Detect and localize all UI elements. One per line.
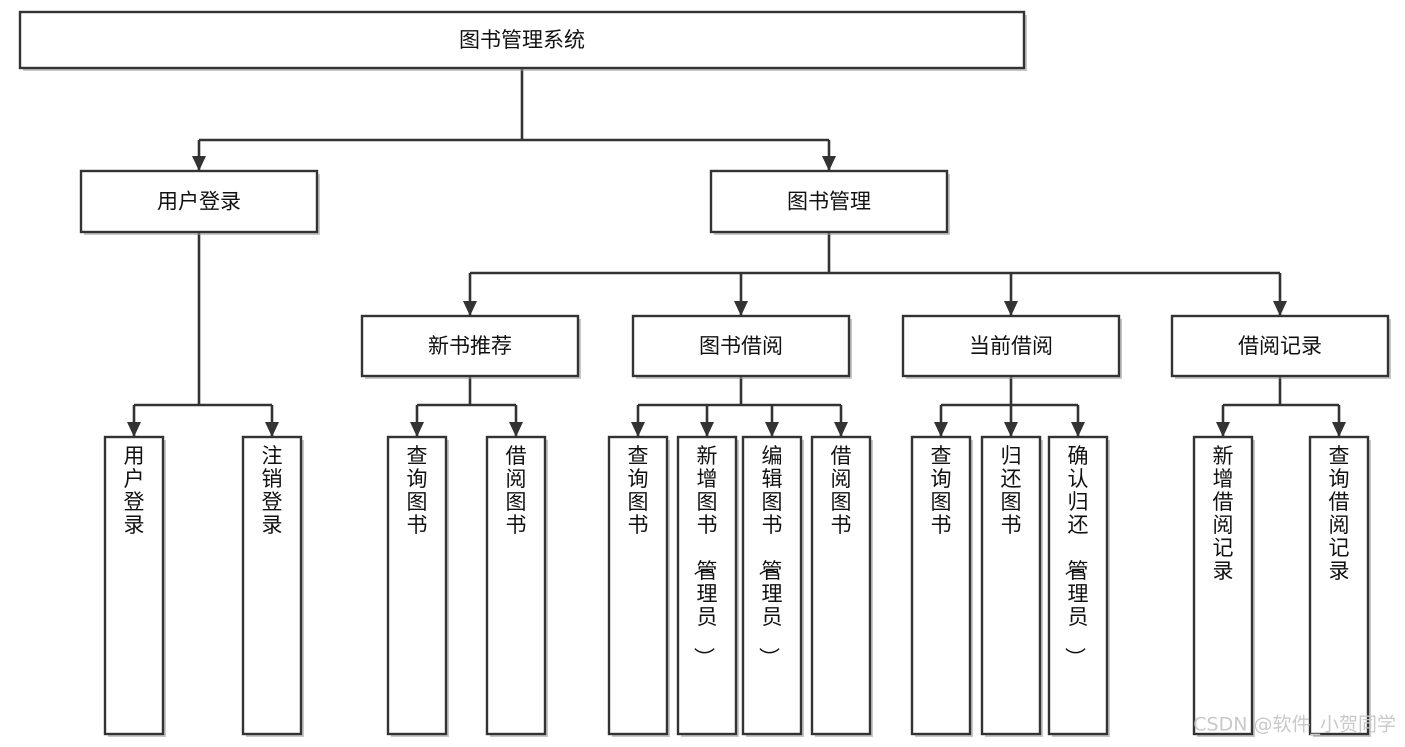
node-leaf-current-return[interactable]: 归还图书 <box>980 435 1043 737</box>
arrow-head <box>509 422 523 437</box>
arrow-head <box>934 422 948 437</box>
node-rect[interactable] <box>1047 435 1109 736</box>
node-rect[interactable] <box>910 435 972 736</box>
arrow-head <box>765 422 779 437</box>
node-rect[interactable] <box>241 435 303 736</box>
node-rect[interactable] <box>1308 435 1370 736</box>
connector-record-to-leaves <box>1216 376 1346 437</box>
node-book-borrow[interactable]: 图书借阅 <box>631 314 852 379</box>
node-label: 图书管理系统 <box>459 28 585 52</box>
node-rect[interactable] <box>810 435 872 736</box>
connector-userlogin-to-leaves <box>127 232 279 437</box>
node-user-login[interactable]: 用户登录 <box>79 169 320 235</box>
node-leaf-borrow-add[interactable]: 新增图书（管理员） <box>676 435 739 737</box>
node-label: 查询图书 <box>407 444 428 537</box>
node-rect[interactable] <box>741 435 803 736</box>
arrow-head <box>1216 422 1230 437</box>
node-label: 确认归还（管理员） <box>1063 444 1089 668</box>
node-rect[interactable] <box>631 314 851 378</box>
arrow-head <box>1004 301 1018 316</box>
node-rect[interactable] <box>485 435 547 736</box>
connector-recommend-to-leaves <box>410 376 523 437</box>
node-label: 借阅记录 <box>1238 334 1322 358</box>
arrow-head <box>410 422 424 437</box>
node-leaf-borrow-edit[interactable]: 编辑图书（管理员） <box>741 435 804 737</box>
node-leaf-borrow-lend[interactable]: 借阅图书 <box>810 435 873 737</box>
node-rect[interactable] <box>18 10 1026 70</box>
node-label: 新增借阅记录 <box>1213 444 1234 583</box>
node-rect[interactable] <box>709 169 949 234</box>
node-layer: 图书管理系统用户登录图书管理新书推荐图书借阅当前借阅借阅记录用户登录注销登录查询… <box>18 10 1391 737</box>
node-label: 新书推荐 <box>428 334 512 358</box>
node-label: 借阅图书 <box>831 444 852 537</box>
node-label: 查询图书 <box>628 444 649 537</box>
arrow-head <box>834 422 848 437</box>
connector-root-to-level2 <box>192 68 836 171</box>
arrow-head <box>700 422 714 437</box>
arrow-head <box>192 156 206 171</box>
arrow-head <box>734 301 748 316</box>
node-leaf-borrow-query[interactable]: 查询图书 <box>607 435 670 737</box>
node-label: 用户登录 <box>124 444 145 537</box>
node-label: 借阅图书 <box>506 444 527 537</box>
node-label: 归还图书 <box>1001 444 1022 537</box>
node-leaf-current-query[interactable]: 查询图书 <box>910 435 973 737</box>
node-rect[interactable] <box>360 314 580 378</box>
node-label: 查询图书 <box>931 444 952 537</box>
connector-layer <box>127 68 1346 437</box>
arrow-head <box>1004 422 1018 437</box>
node-label: 编辑图书（管理员） <box>757 444 783 668</box>
node-leaf-record-add[interactable]: 新增借阅记录 <box>1192 435 1255 737</box>
arrow-head <box>822 156 836 171</box>
watermark-label: CSDN @软件_小贺同学 <box>1193 714 1396 736</box>
node-rect[interactable] <box>1192 435 1254 736</box>
node-root[interactable]: 图书管理系统 <box>18 10 1027 71</box>
arrow-head <box>1332 422 1346 437</box>
arrow-head <box>463 301 477 316</box>
node-rect[interactable] <box>386 435 448 736</box>
node-rect[interactable] <box>607 435 669 736</box>
connector-bookmgmt-to-level3 <box>463 232 1287 316</box>
node-borrow-record[interactable]: 借阅记录 <box>1170 314 1391 379</box>
node-leaf-user-logout[interactable]: 注销登录 <box>241 435 304 737</box>
connector-current-to-leaves <box>934 376 1085 437</box>
arrow-head <box>631 422 645 437</box>
node-book-management[interactable]: 图书管理 <box>709 169 950 235</box>
node-label: 查询借阅记录 <box>1329 444 1350 583</box>
node-label: 图书借阅 <box>699 334 783 358</box>
arrow-head <box>127 422 141 437</box>
node-label: 新增图书（管理员） <box>692 444 718 668</box>
node-leaf-current-confirm[interactable]: 确认归还（管理员） <box>1047 435 1110 737</box>
node-leaf-record-query[interactable]: 查询借阅记录 <box>1308 435 1371 737</box>
node-rect[interactable] <box>1170 314 1390 378</box>
arrow-head <box>265 422 279 437</box>
node-label: 注销登录 <box>262 444 283 537</box>
arrow-head <box>1071 422 1085 437</box>
node-label: 图书管理 <box>787 190 871 214</box>
node-rect[interactable] <box>901 314 1121 378</box>
node-current-borrow[interactable]: 当前借阅 <box>901 314 1122 379</box>
node-label: 用户登录 <box>157 190 241 214</box>
node-leaf-recommend-query[interactable]: 查询图书 <box>386 435 449 737</box>
node-new-book-recommend[interactable]: 新书推荐 <box>360 314 581 379</box>
node-rect[interactable] <box>79 169 319 234</box>
connector-borrow-to-leaves <box>631 376 848 437</box>
node-rect[interactable] <box>676 435 738 736</box>
node-leaf-recommend-borrow[interactable]: 借阅图书 <box>485 435 548 737</box>
arrow-head <box>1273 301 1287 316</box>
node-rect[interactable] <box>980 435 1042 736</box>
node-leaf-user-login[interactable]: 用户登录 <box>103 435 166 737</box>
node-rect[interactable] <box>103 435 165 736</box>
node-label: 当前借阅 <box>969 334 1053 358</box>
